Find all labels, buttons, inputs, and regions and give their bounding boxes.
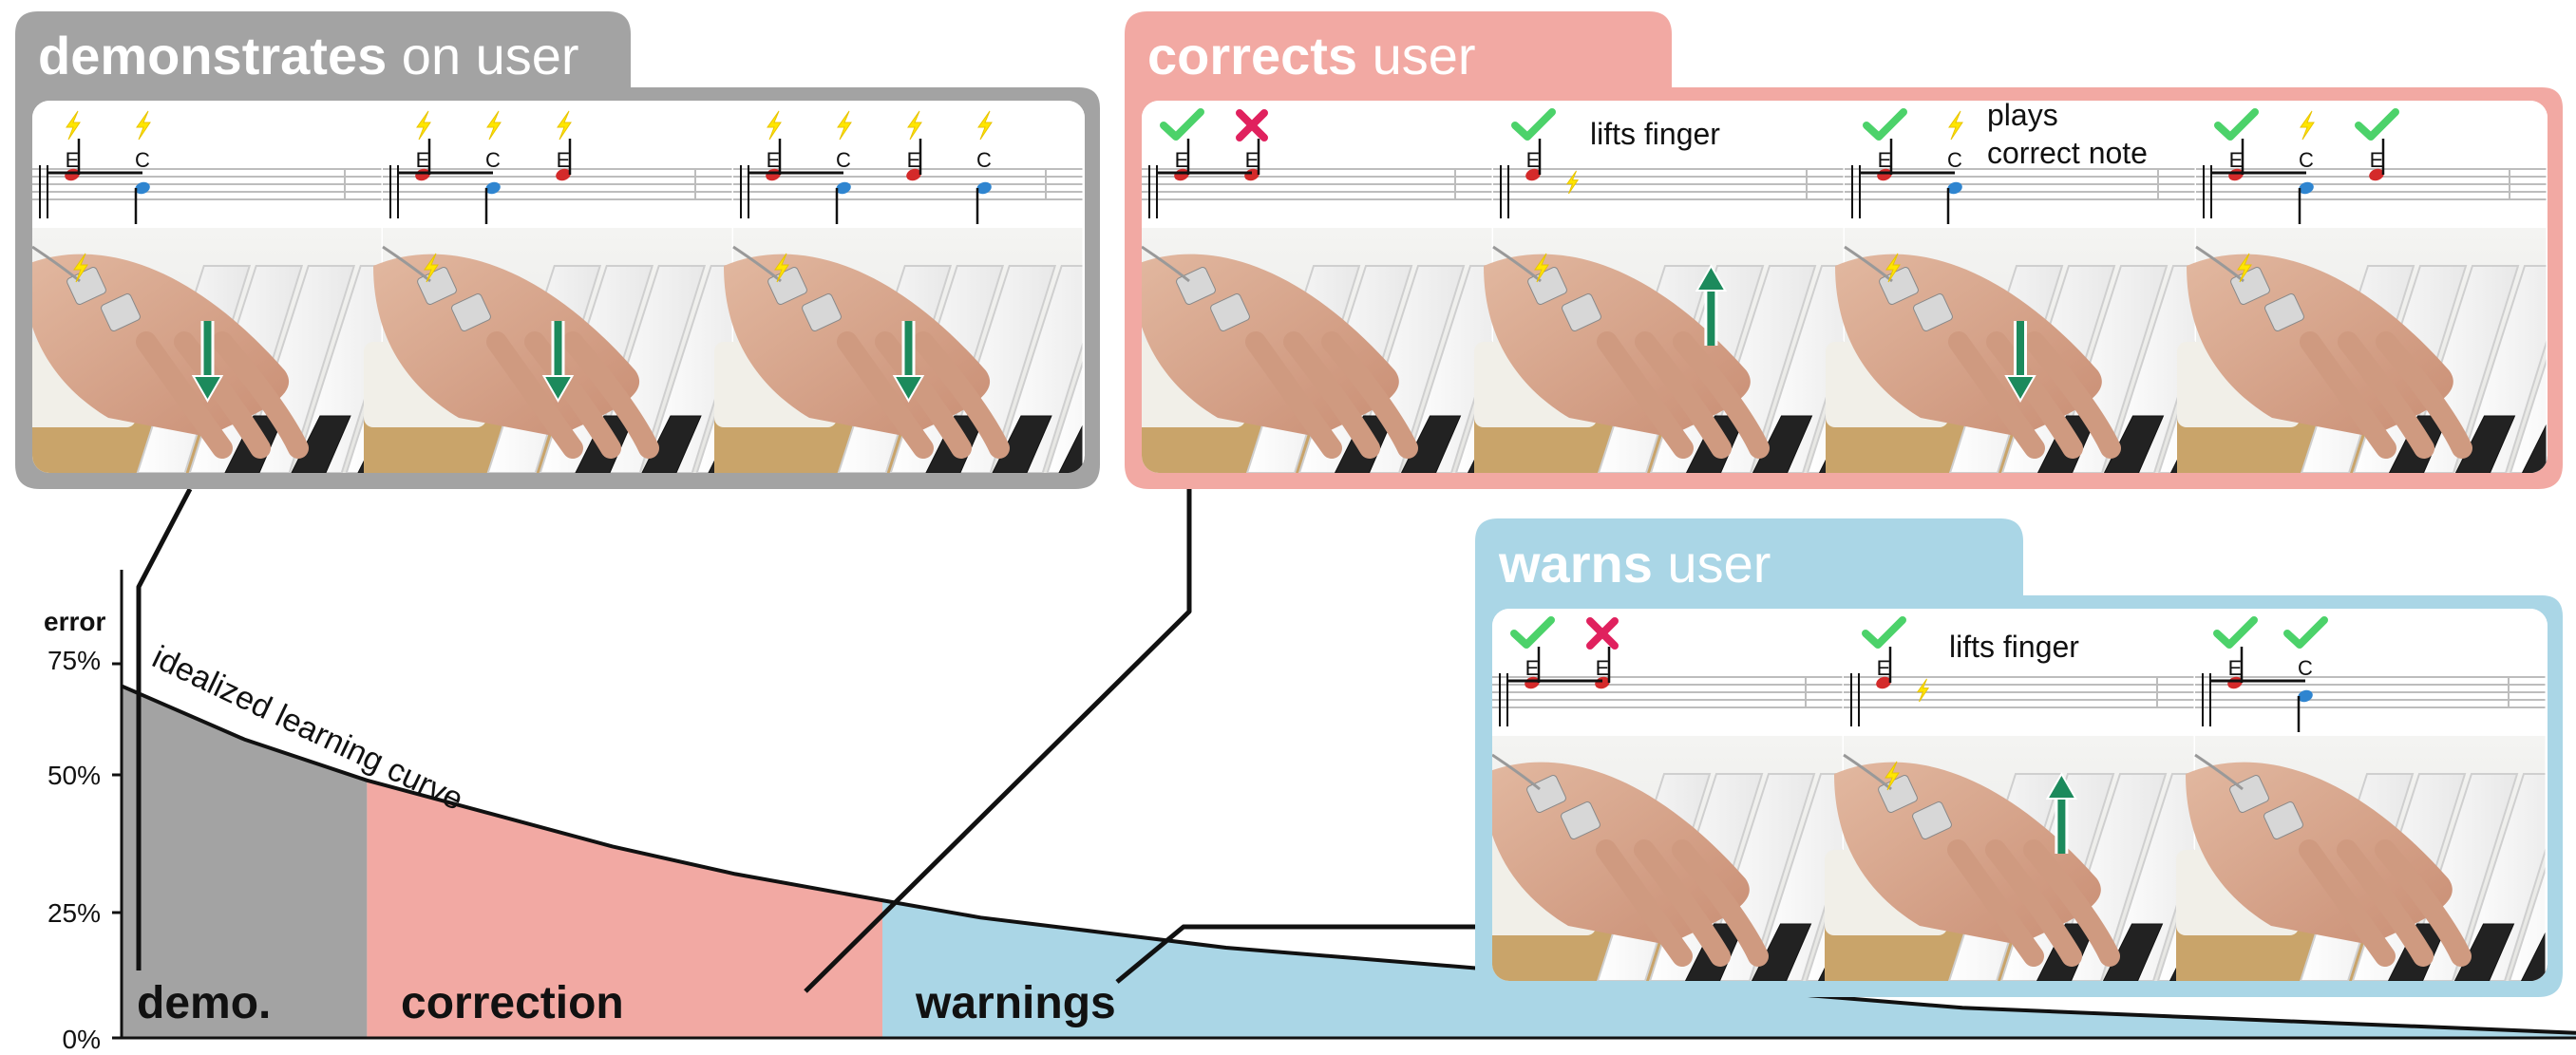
ytick-25: 25% [47, 898, 101, 928]
note-label: E [1175, 148, 1189, 172]
corrects-panel-title: corrects user [1147, 26, 1476, 85]
region-label-warnings: warnings [915, 978, 1116, 1028]
ytick-50: 50% [47, 761, 101, 790]
note-label: E [1596, 656, 1610, 680]
note-label: E [1526, 148, 1541, 172]
note-label: E [2229, 148, 2244, 172]
note-label: E [2370, 148, 2384, 172]
note-label: C [1947, 148, 1962, 172]
note-label: C [135, 148, 150, 172]
corrects-annotation-lifts-finger: lifts finger [1590, 117, 1720, 151]
ytick-75: 75% [47, 646, 101, 675]
warns-panel-title: warns user [1498, 534, 1771, 593]
corrects-annotation-plays: plays [1987, 98, 2058, 132]
note-label: C [2298, 656, 2313, 680]
region-label-demo: demo. [137, 978, 271, 1028]
note-label: E [557, 148, 571, 172]
note-label: C [2299, 148, 2314, 172]
note-label: E [1878, 148, 1892, 172]
white-key [2563, 266, 2576, 473]
ytick-0: 0% [63, 1025, 101, 1050]
note-label: E [1877, 656, 1891, 680]
note-label: E [1525, 656, 1540, 680]
note-label: E [767, 148, 781, 172]
note-label: E [416, 148, 430, 172]
note-label: E [66, 148, 80, 172]
note-label: E [2228, 656, 2243, 680]
y-axis-label: error [44, 607, 105, 636]
corrects-panel: corrects user E E E E C E C E [1123, 11, 2576, 494]
note-label: C [836, 148, 851, 172]
corrects-annotation-correct-note: correct note [1987, 136, 2148, 170]
demonstrates-panel-title: demonstrates on user [38, 26, 579, 85]
note-label: E [1245, 148, 1260, 172]
note-label: C [485, 148, 501, 172]
demonstrates-panel: demonstrates on user E C E C E E C E C [13, 11, 1264, 494]
score-area [32, 101, 383, 226]
white-key [2562, 774, 2576, 981]
note-label: C [976, 148, 992, 172]
note-label: E [907, 148, 921, 172]
region-label-correction: correction [401, 978, 624, 1028]
warns-annotation-lifts-finger: lifts finger [1949, 630, 2079, 664]
